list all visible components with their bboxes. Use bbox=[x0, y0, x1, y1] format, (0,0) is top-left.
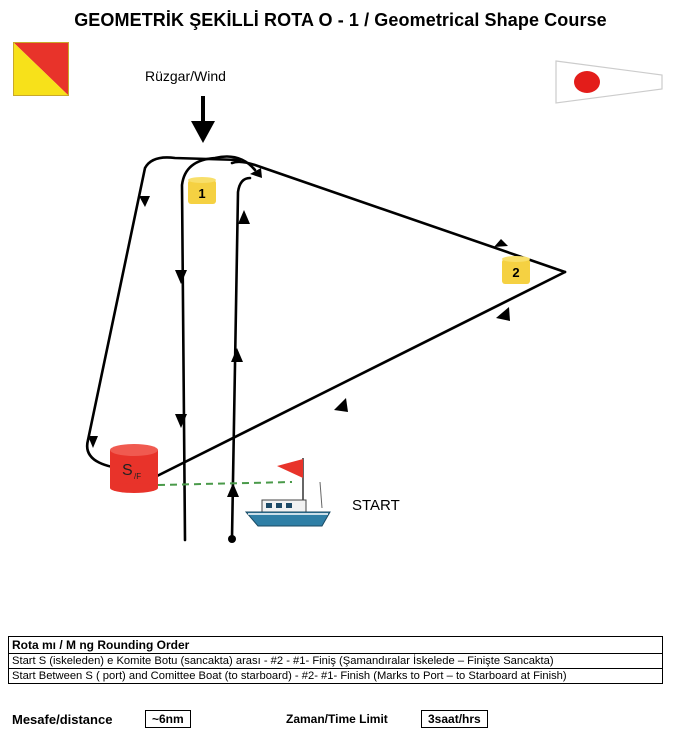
page-title: GEOMETRİK ŞEKİLLİ ROTA O - 1 / Geometric… bbox=[74, 10, 607, 30]
start-buoy-sublabel: /F bbox=[134, 472, 141, 481]
mark-1-buoy: 1 bbox=[188, 177, 216, 204]
rounding-order-table: Rota mı / M ng Rounding Order Start S (i… bbox=[8, 636, 663, 684]
time-limit-label: Zaman/Time Limit bbox=[286, 712, 388, 726]
course-path bbox=[85, 155, 567, 542]
table-row: Start S (iskeleden) e Komite Botu (sanca… bbox=[8, 653, 663, 669]
start-buoy-label: S bbox=[122, 462, 133, 479]
distance-value: ~6nm bbox=[145, 710, 191, 728]
table-row: Start Between S ( port) and Comittee Boa… bbox=[8, 668, 663, 684]
committee-boat-icon bbox=[244, 458, 331, 527]
start-finish-buoy: S /F bbox=[110, 444, 158, 493]
course-diagram: 1 2 S /F bbox=[85, 96, 567, 543]
mark-1-label: 1 bbox=[198, 186, 205, 201]
time-limit-value: 3saat/hrs bbox=[421, 710, 488, 728]
table-row-english: Start Between S ( port) and Comittee Boa… bbox=[8, 668, 663, 684]
wind-label: Rüzgar/Wind bbox=[145, 68, 226, 84]
table-row: Rota mı / M ng Rounding Order bbox=[8, 636, 663, 654]
start-line bbox=[157, 481, 293, 486]
start-point-dot bbox=[228, 535, 236, 543]
red-ball-pennant-icon bbox=[555, 60, 663, 104]
wind-arrow-icon bbox=[191, 96, 215, 143]
table-header: Rota mı / M ng Rounding Order bbox=[8, 636, 663, 654]
start-label: START bbox=[352, 497, 400, 514]
table-row-turkish: Start S (iskeleden) e Komite Botu (sanca… bbox=[8, 653, 663, 669]
direction-arrows bbox=[88, 168, 510, 497]
mark-2-buoy: 2 bbox=[502, 256, 530, 284]
course-info-row: Mesafe/distance ~6nm Zaman/Time Limit 3s… bbox=[0, 710, 681, 732]
distance-label: Mesafe/distance bbox=[12, 712, 113, 727]
mark-2-label: 2 bbox=[512, 265, 519, 280]
code-flag-o-icon bbox=[13, 42, 69, 96]
